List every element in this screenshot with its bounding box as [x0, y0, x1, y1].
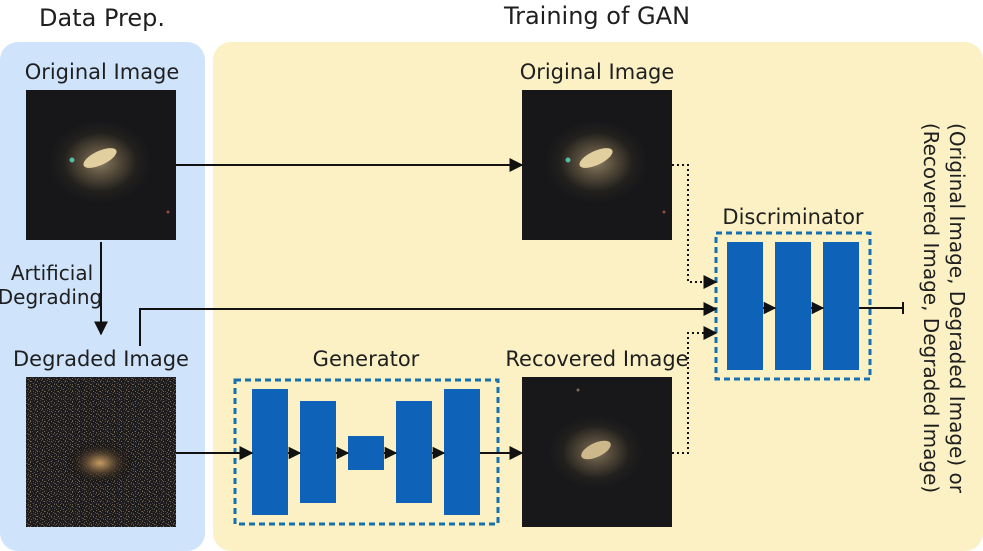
original-to-discriminator-arrow	[672, 164, 718, 289]
recovered-to-discriminator-arrow	[672, 326, 718, 454]
degraded-image-label: Degraded Image	[13, 347, 189, 371]
discriminator-layer-3	[823, 242, 859, 370]
recovered-image-label: Recovered Image	[505, 347, 688, 371]
original-image-label-left: Original Image	[25, 60, 180, 84]
data-prep-heading: Data Prep.	[39, 4, 165, 32]
original-image-label-right: Original Image	[520, 60, 675, 84]
degraded-to-discriminator-arrow	[139, 302, 718, 346]
output-label-line2: (Recovered Image, Degraded Image)	[919, 123, 943, 493]
artificial-label: Artificial	[11, 261, 93, 285]
degraded-image	[26, 377, 176, 527]
discriminator-layer-2	[775, 242, 811, 370]
generator-layer-5	[444, 389, 480, 515]
output-label-line1: (Original Image, Degraded Image) or	[945, 123, 969, 494]
recovered-image	[522, 377, 672, 527]
original-image-left	[26, 90, 176, 240]
generator-layer-4	[396, 401, 432, 503]
generator-bottleneck	[348, 436, 384, 470]
generator-layer-2	[300, 401, 336, 503]
original-image-right	[522, 90, 672, 240]
training-heading: Training of GAN	[503, 2, 690, 30]
discriminator-layer-1	[727, 242, 763, 370]
degrading-label: Degrading	[0, 285, 102, 309]
generator-layer-1	[252, 389, 288, 515]
discriminator-label: Discriminator	[722, 205, 864, 229]
generator-label: Generator	[313, 347, 420, 371]
